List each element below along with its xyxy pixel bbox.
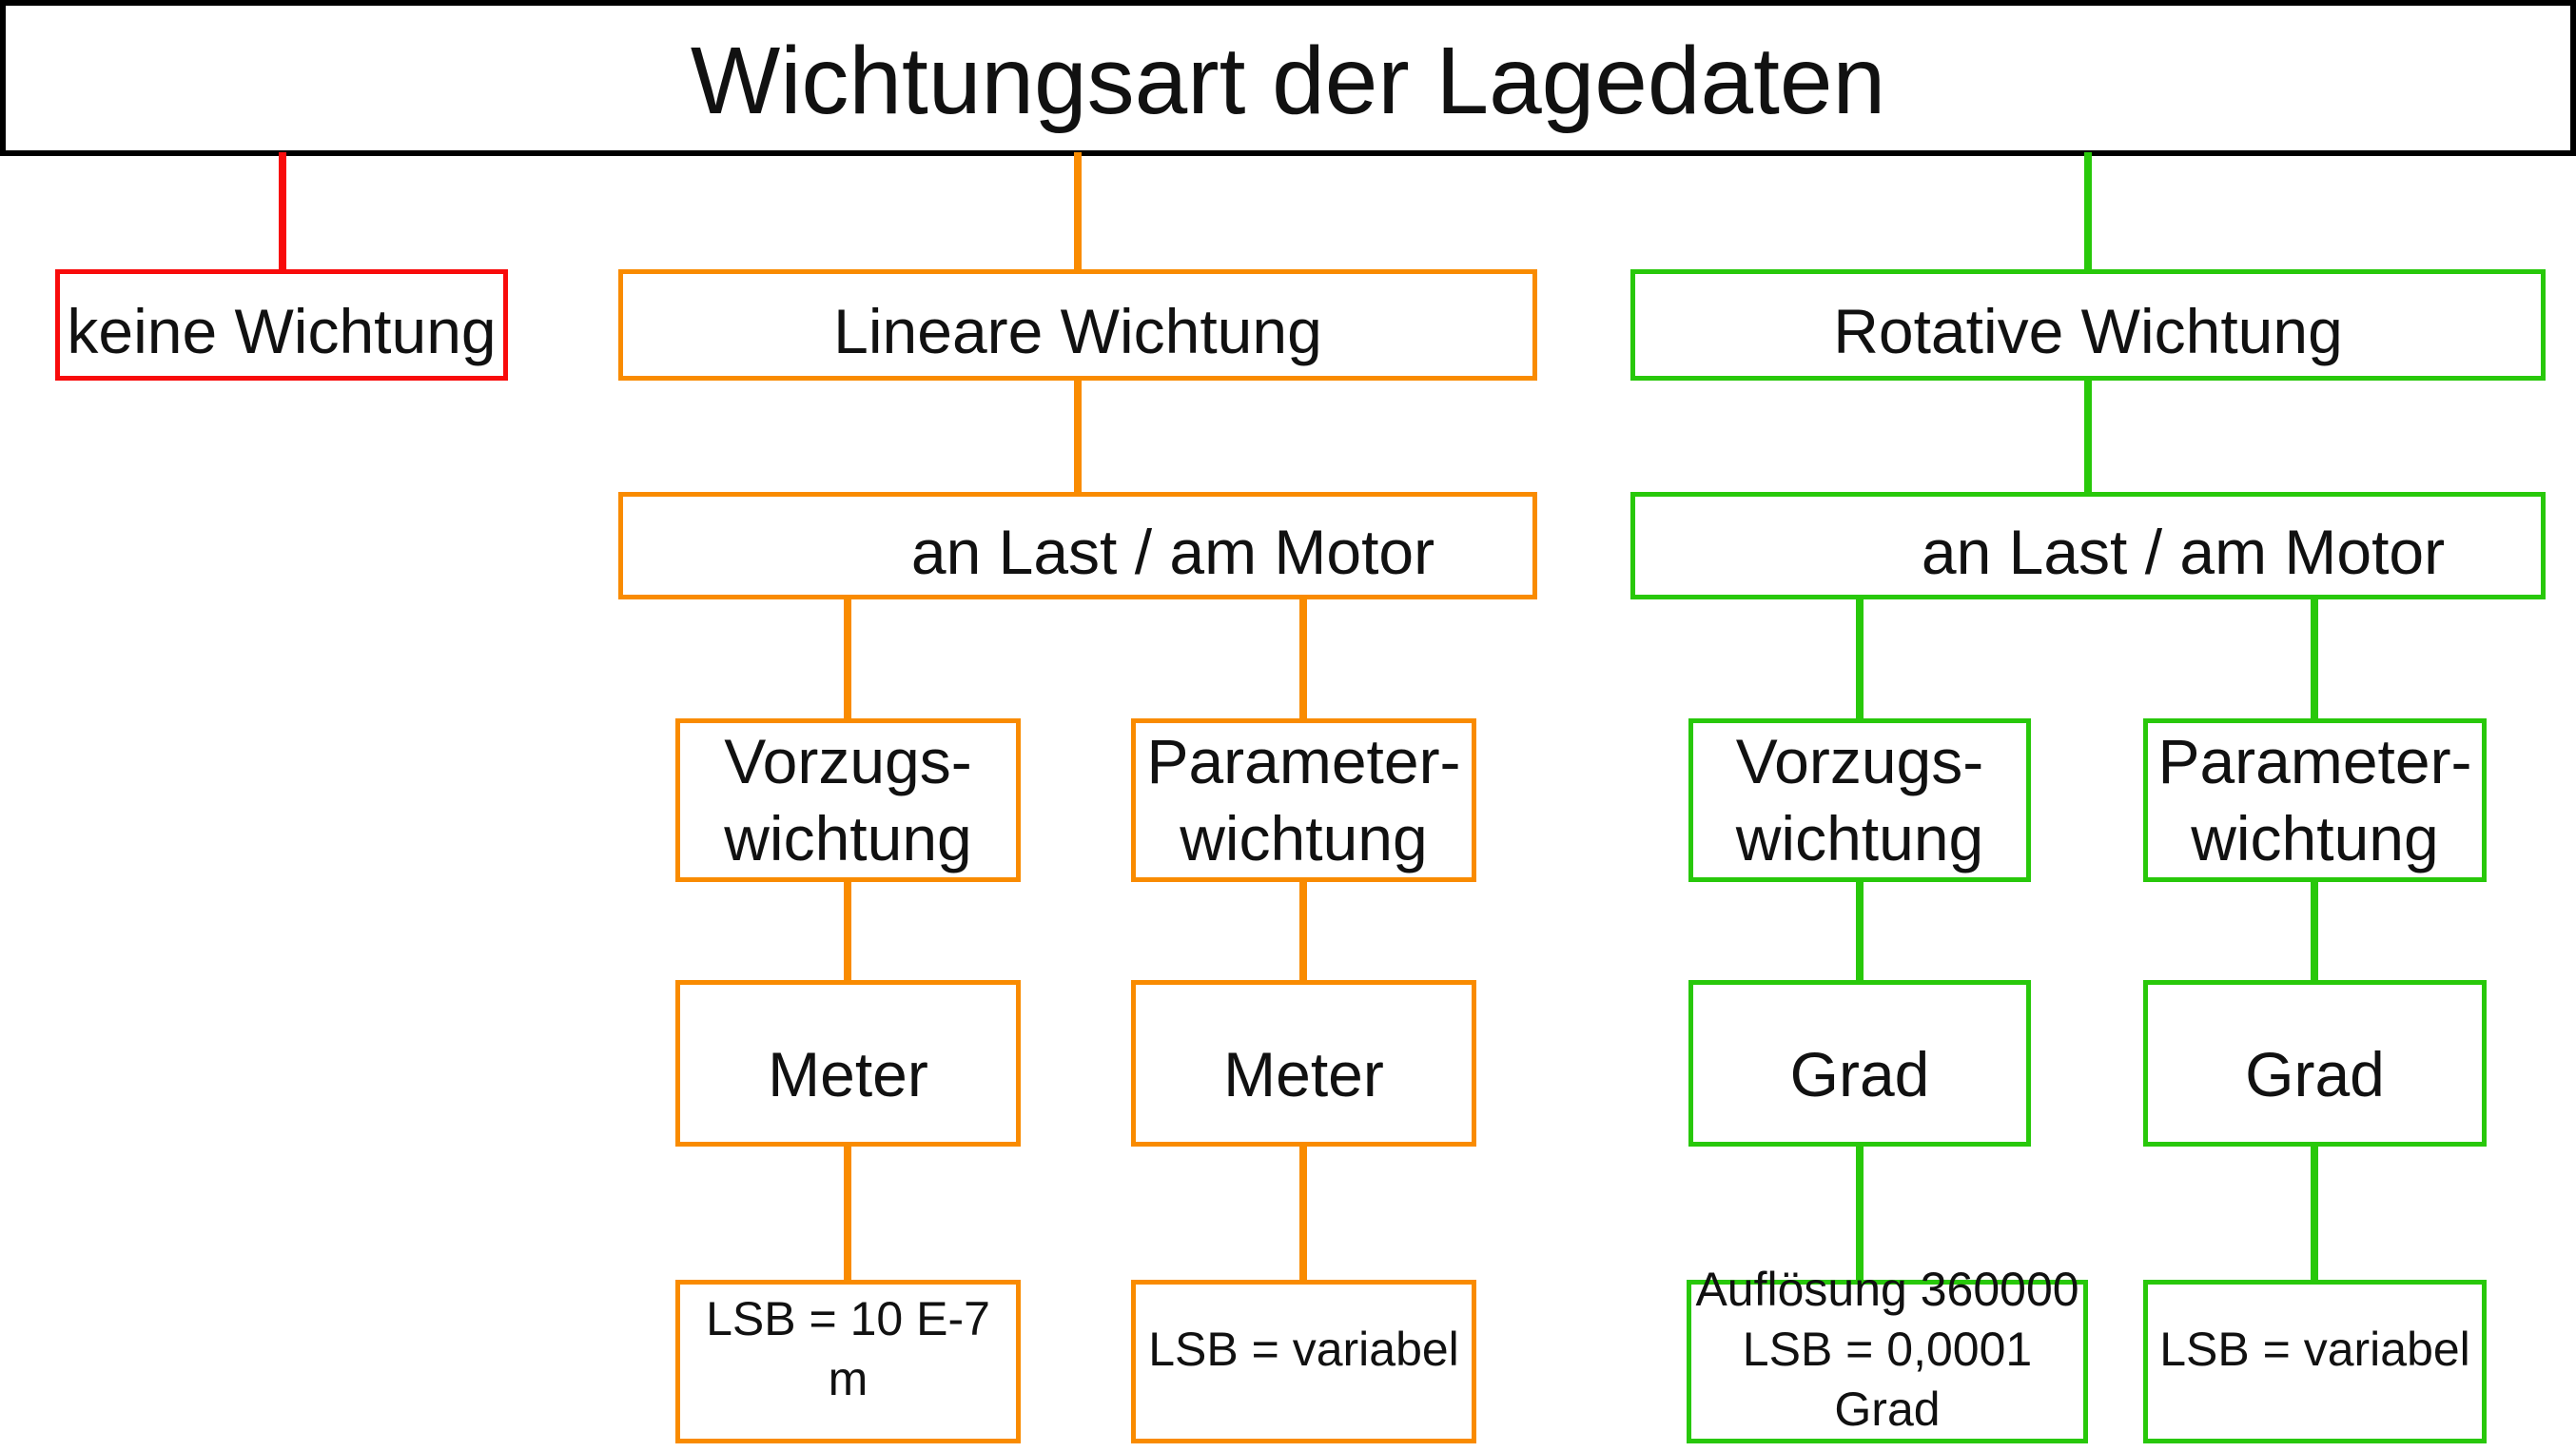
box-vorzugswichtung-rotary: Vorzugs- wichtung <box>1688 718 2031 882</box>
connector-orange-anlast-to-parameter <box>1299 597 1307 721</box>
box-grad-parameter: Grad <box>2143 980 2487 1147</box>
box-meter-parameter: Meter <box>1131 980 1476 1147</box>
connector-green-title-to-rotative <box>2084 152 2092 272</box>
box-vorzugswichtung-linear: Vorzugs- wichtung <box>675 718 1021 882</box>
connector-red-title-to-keine <box>279 152 286 272</box>
connector-orange-vorzug-to-meter <box>844 879 851 983</box>
connector-green-anlast-to-parameter <box>2311 597 2318 721</box>
box-an-last-am-motor-rotary: an Last / am Motor <box>1630 492 2546 599</box>
connector-orange-parameter-to-meter <box>1299 879 1307 983</box>
box-parameterwichtung-linear: Parameter- wichtung <box>1131 718 1476 882</box>
connector-green-vorzug-to-grad <box>1856 879 1864 983</box>
connector-green-anlast-to-vorzug <box>1856 597 1864 721</box>
diagram-title-box: Wichtungsart der Lagedaten <box>0 0 2576 156</box>
box-aufloesung-vorzug-rotary: Auflösung 360000 LSB = 0,0001 Grad <box>1687 1263 2088 1443</box>
box-grad-vorzug: Grad <box>1688 980 2031 1147</box>
box-keine-wichtung: keine Wichtung <box>55 269 508 381</box>
box-lsb-parameter-linear: LSB = variabel <box>1131 1280 1476 1443</box>
box-meter-vorzug: Meter <box>675 980 1021 1147</box>
connector-green-grad-to-aufloesung <box>1856 1144 1864 1283</box>
connector-green-grad-to-lsb-parameter <box>2311 1144 2318 1283</box>
box-an-last-am-motor-linear: an Last / am Motor <box>618 492 1537 599</box>
connector-orange-meter-to-lsb-vorzug <box>844 1144 851 1283</box>
connector-green-parameter-to-grad <box>2311 879 2318 983</box>
connector-green-rotative-to-anlast <box>2084 379 2092 495</box>
box-lsb-parameter-rotary: LSB = variabel <box>2143 1280 2487 1443</box>
connector-orange-title-to-lineare <box>1074 152 1082 272</box>
box-lineare-wichtung: Lineare Wichtung <box>618 269 1537 381</box>
box-rotative-wichtung: Rotative Wichtung <box>1630 269 2546 381</box>
box-parameterwichtung-rotary: Parameter- wichtung <box>2143 718 2487 882</box>
connector-orange-lineare-to-anlast <box>1074 379 1082 495</box>
connector-orange-anlast-to-vorzug <box>844 597 851 721</box>
connector-orange-meter-to-lsb-parameter <box>1299 1144 1307 1283</box>
box-lsb-vorzug-linear: LSB = 10 E-7 m <box>675 1280 1021 1443</box>
